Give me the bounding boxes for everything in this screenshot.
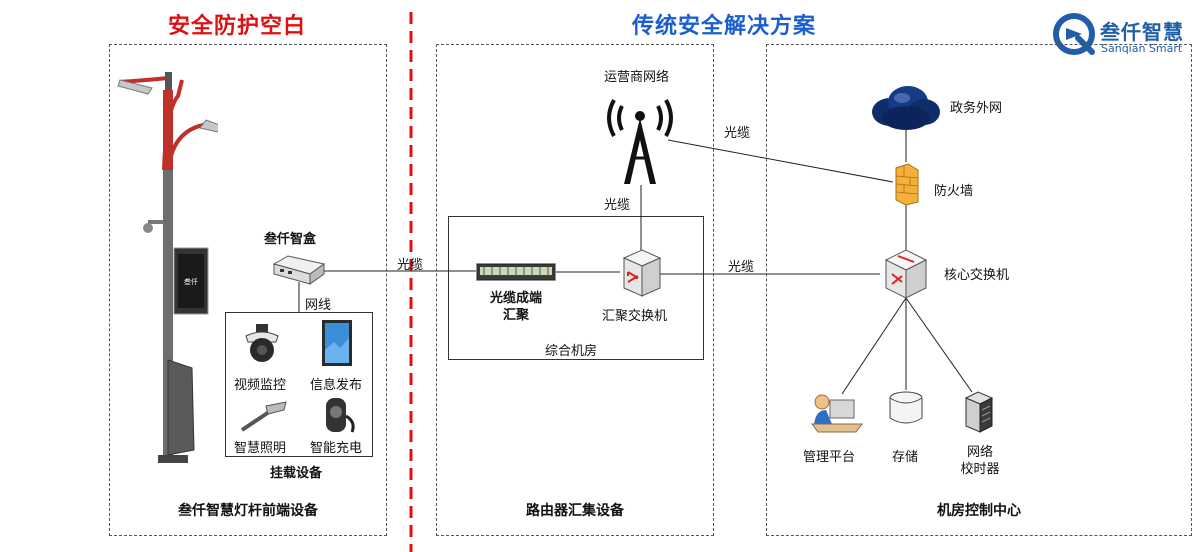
brand-logo: 叁仟智慧 Sanqian Smart bbox=[1052, 10, 1197, 60]
brand-name-en: Sanqian Smart bbox=[1101, 42, 1183, 55]
gov-network-label: 政务外网 bbox=[950, 101, 1003, 116]
info-display-icon bbox=[322, 320, 352, 366]
brand-name-cn: 叁仟智慧 bbox=[1100, 20, 1184, 44]
device-label-info: 信息发布 bbox=[310, 378, 363, 393]
network-cable-label: 网线 bbox=[305, 298, 332, 313]
aggregation-switch-icon bbox=[622, 249, 662, 297]
time-server-line2: 校时器 bbox=[960, 462, 1000, 477]
cloud-icon bbox=[872, 86, 940, 130]
fiber-label-vertical: 光缆 bbox=[604, 198, 631, 213]
ev-charger-icon bbox=[326, 398, 355, 433]
firewall-label: 防火墙 bbox=[934, 184, 974, 199]
storage-icon bbox=[889, 391, 923, 424]
device-label-video: 视频监控 bbox=[234, 378, 287, 393]
router-footer: 路由器汇集设备 bbox=[526, 503, 624, 519]
fiber-label-top: 光缆 bbox=[724, 126, 751, 141]
mounted-devices-box bbox=[225, 312, 373, 457]
smart-lighting-icon bbox=[240, 401, 287, 432]
brand-mark-icon bbox=[1053, 13, 1095, 55]
control-center-panel bbox=[766, 44, 1192, 536]
fiber-label-right: 光缆 bbox=[728, 260, 755, 275]
signal-tower-icon bbox=[607, 99, 673, 184]
core-switch-icon bbox=[884, 249, 928, 299]
device-label-lighting: 智慧照明 bbox=[234, 441, 287, 456]
equipment-room-box bbox=[448, 216, 704, 360]
red-divider bbox=[409, 12, 413, 552]
time-server-icon bbox=[964, 391, 994, 433]
smart-box-label: 叁仟智盒 bbox=[264, 232, 317, 247]
management-platform-icon bbox=[811, 394, 863, 433]
device-label-charging: 智能充电 bbox=[310, 441, 363, 456]
router-panel bbox=[436, 44, 714, 536]
core-switch-label: 核心交换机 bbox=[944, 268, 1010, 283]
fiber-terminal-label: 光缆成端 汇聚 bbox=[472, 290, 560, 324]
smart-box-icon bbox=[272, 255, 326, 285]
aggregation-switch-label: 汇聚交换机 bbox=[602, 309, 668, 324]
smart-pole-icon: 叁仟 bbox=[117, 72, 218, 463]
fiber-label-left: 光缆 bbox=[397, 258, 424, 273]
video-camera-icon bbox=[245, 324, 279, 362]
frontend-footer: 叁仟智慧灯杆前端设备 bbox=[178, 503, 318, 519]
mounted-devices-caption: 挂载设备 bbox=[270, 466, 323, 481]
fiber-terminal-line2: 汇聚 bbox=[502, 308, 529, 323]
time-server-label: 网络 校时器 bbox=[948, 444, 1012, 478]
storage-label: 存储 bbox=[892, 450, 919, 465]
frontend-panel bbox=[109, 44, 387, 536]
svg-text:叁仟: 叁仟 bbox=[184, 277, 198, 286]
time-server-line1: 网络 bbox=[966, 445, 993, 460]
carrier-network-label: 运营商网络 bbox=[604, 70, 670, 85]
firewall-icon bbox=[895, 163, 919, 206]
management-platform-label: 管理平台 bbox=[803, 450, 856, 465]
control-center-footer: 机房控制中心 bbox=[937, 503, 1021, 519]
fiber-terminal-line1: 光缆成端 bbox=[489, 291, 542, 306]
left-heading: 安全防护空白 bbox=[168, 14, 307, 39]
equipment-room-label: 综合机房 bbox=[545, 344, 598, 359]
fiber-terminal-icon bbox=[476, 263, 556, 281]
right-heading: 传统安全解决方案 bbox=[632, 14, 817, 39]
